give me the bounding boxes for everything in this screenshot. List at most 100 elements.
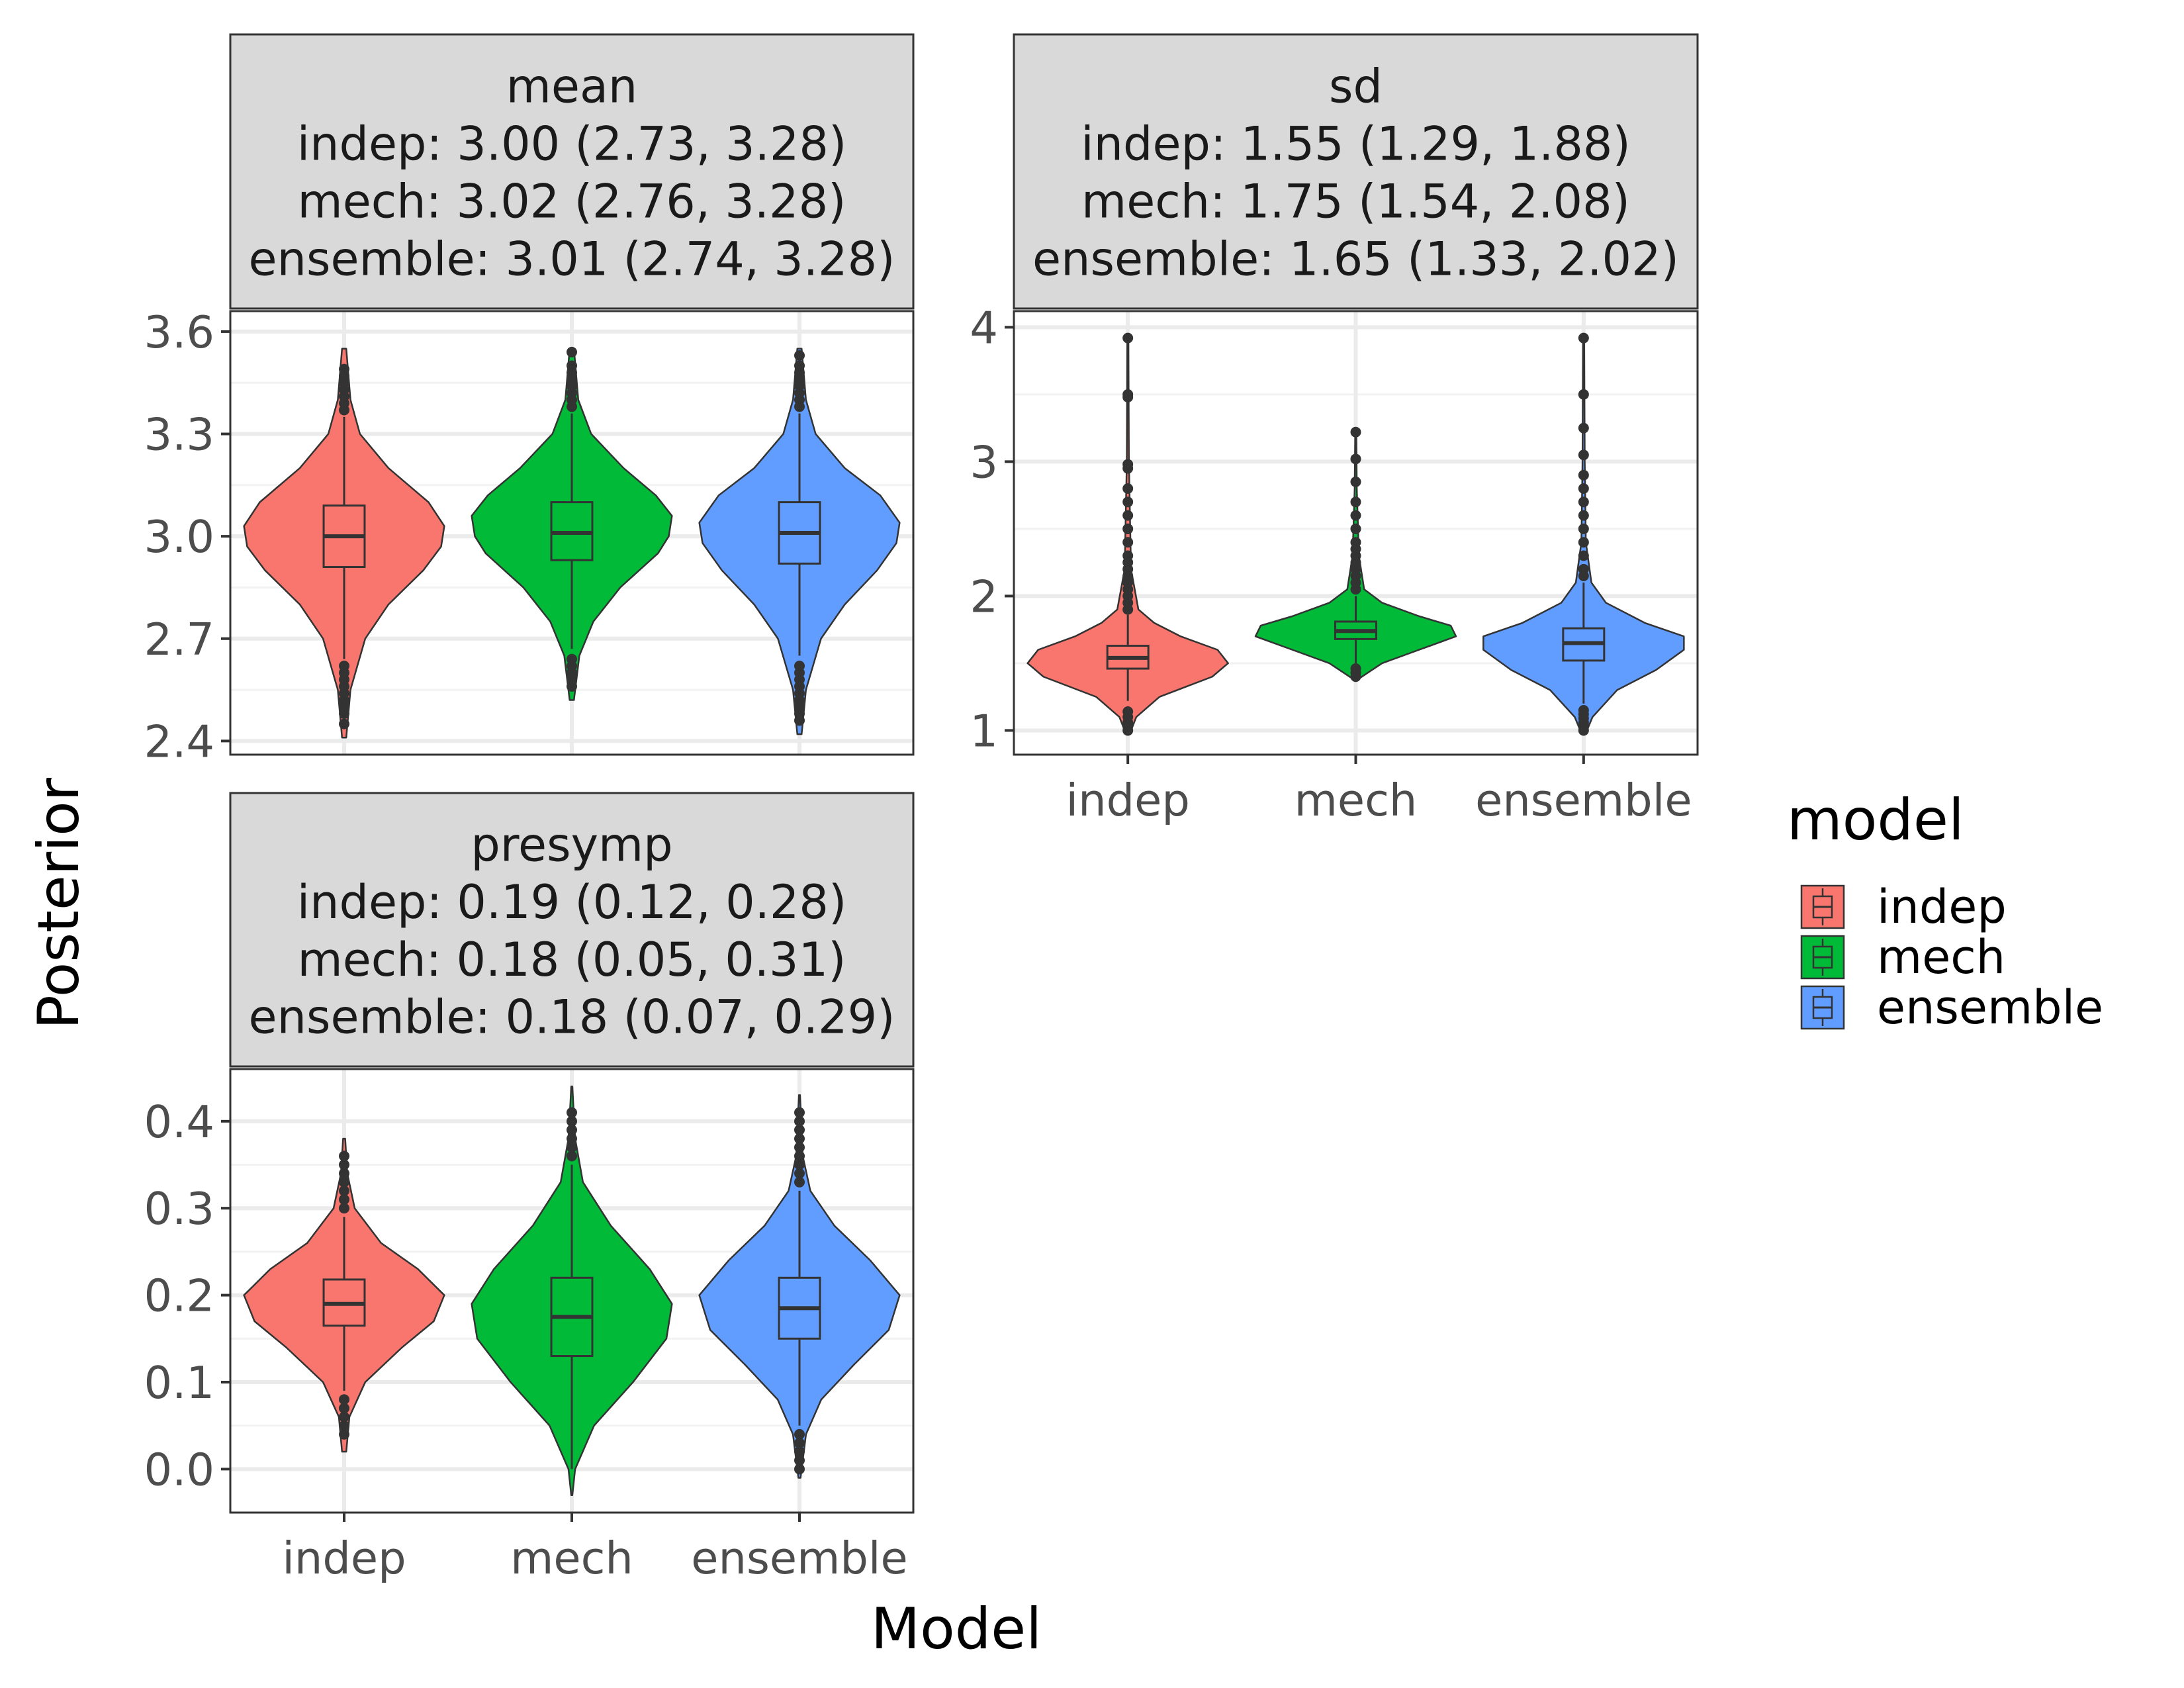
violin-indep <box>243 1137 445 1453</box>
x-tick-label: ensemble <box>1475 774 1692 826</box>
y-tick-label: 0.2 <box>144 1270 214 1322</box>
y-tick-label: 3.3 <box>144 409 214 461</box>
x-tick-label: indep <box>282 1532 406 1584</box>
outlier-point <box>1578 705 1589 716</box>
outlier-point <box>1578 332 1589 344</box>
outlier-point <box>339 1394 349 1405</box>
outlier-point <box>1122 459 1134 470</box>
y-axis-title: Posterior <box>26 777 92 1029</box>
outlier-point <box>567 1150 577 1162</box>
strip-label: ensemble: 0.18 (0.07, 0.29) <box>249 990 895 1045</box>
y-tick-label: 3.6 <box>144 306 214 358</box>
outlier-point <box>339 1194 349 1205</box>
outlier-point <box>1350 523 1361 534</box>
outlier-point <box>567 1115 577 1127</box>
outlier-point <box>794 1429 805 1440</box>
strip-background <box>1013 33 1699 310</box>
outlier-point <box>339 363 349 375</box>
outlier-point <box>567 360 577 371</box>
outlier-point <box>794 1446 805 1458</box>
legend-title: model <box>1787 787 1964 853</box>
panel-marks <box>243 1086 901 1496</box>
y-tick-label: 2 <box>970 571 998 622</box>
outlier-point <box>339 1185 349 1196</box>
legend-key-mech <box>1800 935 1845 980</box>
outlier-point <box>1122 496 1134 508</box>
outlier-point <box>1578 510 1589 521</box>
outlier-point <box>794 1107 805 1118</box>
strip-background <box>229 792 915 1068</box>
outlier-point <box>1122 510 1134 521</box>
y-tick-label: 4 <box>970 302 998 353</box>
outlier-point <box>1122 537 1134 548</box>
outlier-point <box>1350 537 1361 548</box>
strip-label: mech: 3.02 (2.76, 3.28) <box>298 175 846 229</box>
y-tick-label: 2.7 <box>144 614 214 665</box>
outlier-point <box>339 1411 349 1423</box>
outlier-point <box>567 1142 577 1153</box>
x-tick-label: mech <box>1295 774 1418 826</box>
outlier-point <box>794 1115 805 1127</box>
strip-label: mech: 1.75 (1.54, 2.08) <box>1081 175 1630 229</box>
y-tick-label: 0.1 <box>144 1357 214 1409</box>
outlier-point <box>1122 389 1134 400</box>
outlier-point <box>794 1455 805 1466</box>
outlier-point <box>794 1464 805 1475</box>
x-tick-label: mech <box>510 1532 633 1584</box>
violin-indep <box>243 348 445 739</box>
outlier-point <box>1350 476 1361 487</box>
outlier-point <box>339 718 349 729</box>
outlier-point <box>339 1176 349 1188</box>
outlier-point <box>794 1437 805 1448</box>
y-tick-label: 0.0 <box>144 1444 214 1495</box>
panel-border <box>229 310 915 756</box>
strip-label: ensemble: 3.01 (2.74, 3.28) <box>249 232 895 286</box>
violin-ensemble <box>698 348 901 735</box>
outlier-point <box>794 350 805 361</box>
legend-key-ensemble <box>1800 985 1845 1030</box>
strip-label: indep: 3.00 (2.73, 3.28) <box>297 117 847 171</box>
panel-marks <box>243 346 901 739</box>
legend-label-ensemble: ensemble <box>1877 980 2103 1035</box>
outlier-point <box>1122 332 1134 344</box>
outlier-point <box>339 1403 349 1414</box>
legend-label-indep: indep <box>1877 880 2007 934</box>
outlier-point <box>1350 496 1361 508</box>
outlier-point <box>1578 483 1589 494</box>
outlier-point <box>794 1142 805 1153</box>
y-tick-label: 1 <box>970 705 998 757</box>
legend-key-indep <box>1800 884 1845 929</box>
outlier-point <box>567 1133 577 1145</box>
outlier-point <box>1578 496 1589 508</box>
outlier-point <box>339 1150 349 1162</box>
outlier-point <box>794 360 805 371</box>
strip-label: sd <box>1329 60 1383 114</box>
outlier-point <box>1350 510 1361 521</box>
outlier-point <box>1578 563 1589 575</box>
x-axis-title: Model <box>871 1596 1042 1662</box>
outlier-point <box>567 653 577 665</box>
x-tick-label: indep <box>1066 774 1189 826</box>
y-tick-label: 3 <box>970 436 998 488</box>
outlier-point <box>1122 706 1134 718</box>
violin-mech <box>471 1086 673 1496</box>
outlier-point <box>1578 389 1589 400</box>
outlier-point <box>1578 449 1589 461</box>
outlier-point <box>567 346 577 357</box>
outlier-point <box>794 1159 805 1170</box>
outlier-point <box>1350 426 1361 438</box>
outlier-point <box>567 1107 577 1118</box>
outlier-point <box>339 1159 349 1170</box>
strip-label: indep: 0.19 (0.12, 0.28) <box>297 875 847 929</box>
outlier-point <box>794 1176 805 1188</box>
outlier-point <box>1122 483 1134 494</box>
outlier-point <box>1578 550 1589 561</box>
y-tick-label: 3.0 <box>144 511 214 563</box>
